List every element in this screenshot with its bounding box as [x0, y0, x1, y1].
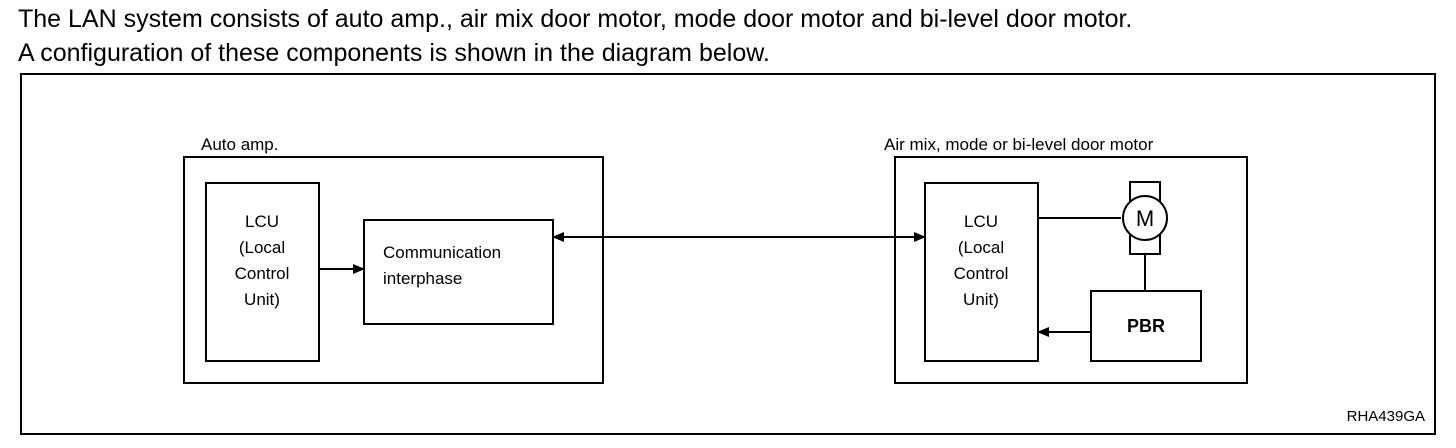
door-motor-lcu-line-1: LCU	[964, 212, 998, 231]
comm-line-1: Communication	[383, 243, 501, 262]
auto-amp-lcu-line-2: (Local	[239, 238, 285, 257]
door-motor-lcu-box	[924, 182, 1039, 362]
auto-amp-label: Auto amp.	[201, 135, 279, 154]
door-motor-label: Air mix, mode or bi-level door motor	[884, 135, 1154, 154]
auto-amp-lcu-box	[205, 182, 320, 362]
door-motor-box	[894, 156, 1248, 384]
communication-interphase-box	[363, 219, 554, 325]
door-motor-lcu-line-3: Control	[954, 264, 1009, 283]
auto-amp-box	[183, 156, 604, 384]
door-motor-lcu-line-4: Unit)	[963, 290, 999, 309]
intro-line-1: The LAN system consists of auto amp., ai…	[18, 5, 1133, 33]
comm-line-2: interphase	[383, 269, 462, 288]
door-motor-lcu-line-2: (Local	[958, 238, 1004, 257]
motor-symbol-label: M	[1136, 206, 1154, 231]
figure-code: RHA439GA	[1347, 408, 1425, 425]
intro-line-2: A configuration of these components is s…	[18, 39, 770, 67]
auto-amp-lcu-line-1: LCU	[245, 212, 279, 231]
diagram-frame	[20, 73, 1436, 435]
auto-amp-lcu-line-4: Unit)	[244, 290, 280, 309]
auto-amp-lcu-line-3: Control	[235, 264, 290, 283]
pbr-box	[1090, 290, 1202, 362]
pbr-label: PBR	[1127, 316, 1165, 336]
